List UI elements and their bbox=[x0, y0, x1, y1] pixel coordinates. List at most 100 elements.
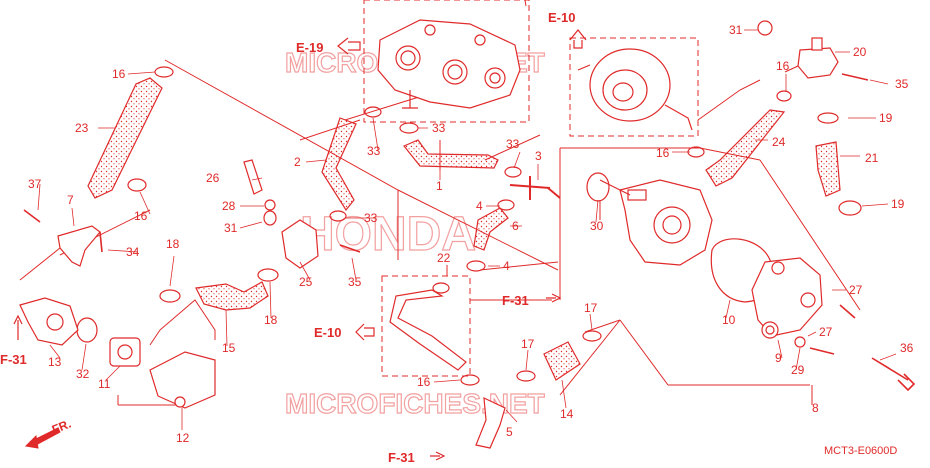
coolant-reservoir bbox=[577, 48, 693, 131]
callout-21: 21 bbox=[865, 151, 879, 165]
callout-13: 13 bbox=[48, 355, 62, 369]
callout-33c: 33 bbox=[506, 137, 520, 151]
callout-27a: 27 bbox=[849, 283, 863, 297]
hose-23 bbox=[87, 77, 163, 199]
hose-21 bbox=[815, 141, 841, 197]
o-ring-30 bbox=[586, 172, 610, 202]
drawing-code: MCT3-E0600D bbox=[824, 445, 897, 457]
callout-32: 32 bbox=[76, 367, 90, 381]
front-label: FR. bbox=[50, 417, 73, 437]
thermostat-11 bbox=[109, 337, 141, 367]
bolts bbox=[23, 73, 869, 355]
arrow-e10-top bbox=[569, 29, 587, 49]
callout-37: 37 bbox=[28, 177, 42, 191]
arrow-f31-left bbox=[13, 314, 23, 340]
hose-15 bbox=[195, 281, 269, 311]
pipe-5 bbox=[475, 397, 506, 449]
ref-f31-mid: F-31 bbox=[502, 293, 529, 308]
callout-16d: 16 bbox=[656, 146, 670, 160]
callout-7: 7 bbox=[67, 193, 74, 207]
callout-33b: 33 bbox=[367, 144, 381, 158]
watermark-center: HONDA bbox=[300, 208, 476, 261]
callout-16a: 16 bbox=[112, 67, 126, 81]
sensor-26 bbox=[243, 159, 263, 195]
callout-25: 25 bbox=[299, 275, 313, 289]
front-arrow bbox=[24, 427, 61, 449]
leader-lines bbox=[19, 0, 861, 405]
bracket-lines bbox=[117, 299, 621, 406]
callout-35a: 35 bbox=[348, 275, 362, 289]
throttle-body-box bbox=[363, 0, 530, 123]
reservoir-box bbox=[569, 37, 699, 137]
callout-10: 10 bbox=[722, 313, 736, 327]
callout-19b: 19 bbox=[891, 197, 905, 211]
ref-e10-mid: E-10 bbox=[314, 325, 341, 340]
callout-19a: 19 bbox=[879, 111, 893, 125]
callout-11: 11 bbox=[98, 377, 111, 391]
callout-16c: 16 bbox=[417, 375, 431, 389]
o-ring-32 bbox=[76, 317, 98, 343]
arrow-f31-bottom bbox=[430, 451, 446, 461]
callout-29: 29 bbox=[791, 363, 805, 377]
callout-20: 20 bbox=[853, 45, 867, 59]
hose-clamps bbox=[127, 20, 862, 386]
hose-6 bbox=[473, 207, 509, 251]
callout-36: 36 bbox=[900, 341, 914, 355]
callout-31b: 31 bbox=[729, 23, 743, 37]
arrow-e19 bbox=[337, 37, 361, 55]
callout-8: 8 bbox=[812, 401, 819, 415]
callout-17b: 17 bbox=[521, 337, 535, 351]
callout-16e: 16 bbox=[776, 59, 790, 73]
callout-14: 14 bbox=[560, 407, 574, 421]
callout-4b: 4 bbox=[503, 259, 510, 273]
water-pump bbox=[599, 179, 713, 266]
thermostat-housing bbox=[751, 257, 823, 339]
callout-24: 24 bbox=[772, 135, 786, 149]
watermark-bottom: MICROFICHES.NET bbox=[285, 388, 545, 419]
fitting-13 bbox=[19, 297, 79, 346]
callout-26: 26 bbox=[206, 171, 220, 185]
ref-e19: E-19 bbox=[296, 40, 323, 55]
hose-22 bbox=[389, 289, 467, 371]
hose-14 bbox=[543, 341, 581, 381]
fitting-20 bbox=[784, 37, 839, 79]
callout-12: 12 bbox=[176, 431, 190, 445]
ref-e10-top: E-10 bbox=[548, 10, 575, 25]
stay-7 bbox=[57, 225, 101, 267]
callout-28: 28 bbox=[222, 199, 236, 213]
callout-35b: 35 bbox=[895, 77, 909, 91]
hose-22-box bbox=[381, 275, 471, 377]
callout-2: 2 bbox=[294, 155, 301, 169]
arrow-e10-mid bbox=[355, 323, 375, 341]
bolt-36 bbox=[871, 357, 916, 392]
callout-27b: 27 bbox=[819, 325, 833, 339]
callout-30: 30 bbox=[590, 219, 604, 233]
callout-18a: 18 bbox=[166, 237, 180, 251]
throttle-body bbox=[377, 19, 521, 109]
arrow-f31-mid bbox=[546, 293, 562, 303]
callout-17a: 17 bbox=[584, 301, 598, 315]
callout-4a: 4 bbox=[476, 199, 483, 213]
ref-f31-left: F-31 bbox=[0, 352, 27, 367]
callout-15: 15 bbox=[222, 341, 236, 355]
callout-16b: 16 bbox=[134, 209, 148, 223]
callout-33a: 33 bbox=[432, 121, 446, 135]
callout-leaders bbox=[37, 29, 897, 430]
hose-24 bbox=[705, 109, 786, 187]
ref-f31-bottom: F-31 bbox=[388, 450, 415, 463]
callout-23: 23 bbox=[75, 121, 89, 135]
callout-31a: 31 bbox=[224, 221, 238, 235]
callout-3: 3 bbox=[535, 149, 542, 163]
fitting-25 bbox=[281, 219, 319, 269]
callout-5: 5 bbox=[506, 425, 513, 439]
callout-22: 22 bbox=[437, 251, 451, 265]
hose-1 bbox=[403, 139, 499, 169]
callout-9: 9 bbox=[775, 351, 782, 365]
hose-2 bbox=[321, 117, 357, 212]
callout-18b: 18 bbox=[264, 313, 278, 327]
thermostat-cover-12 bbox=[149, 351, 216, 409]
joint-3 bbox=[509, 176, 561, 200]
callout-1: 1 bbox=[436, 179, 443, 193]
